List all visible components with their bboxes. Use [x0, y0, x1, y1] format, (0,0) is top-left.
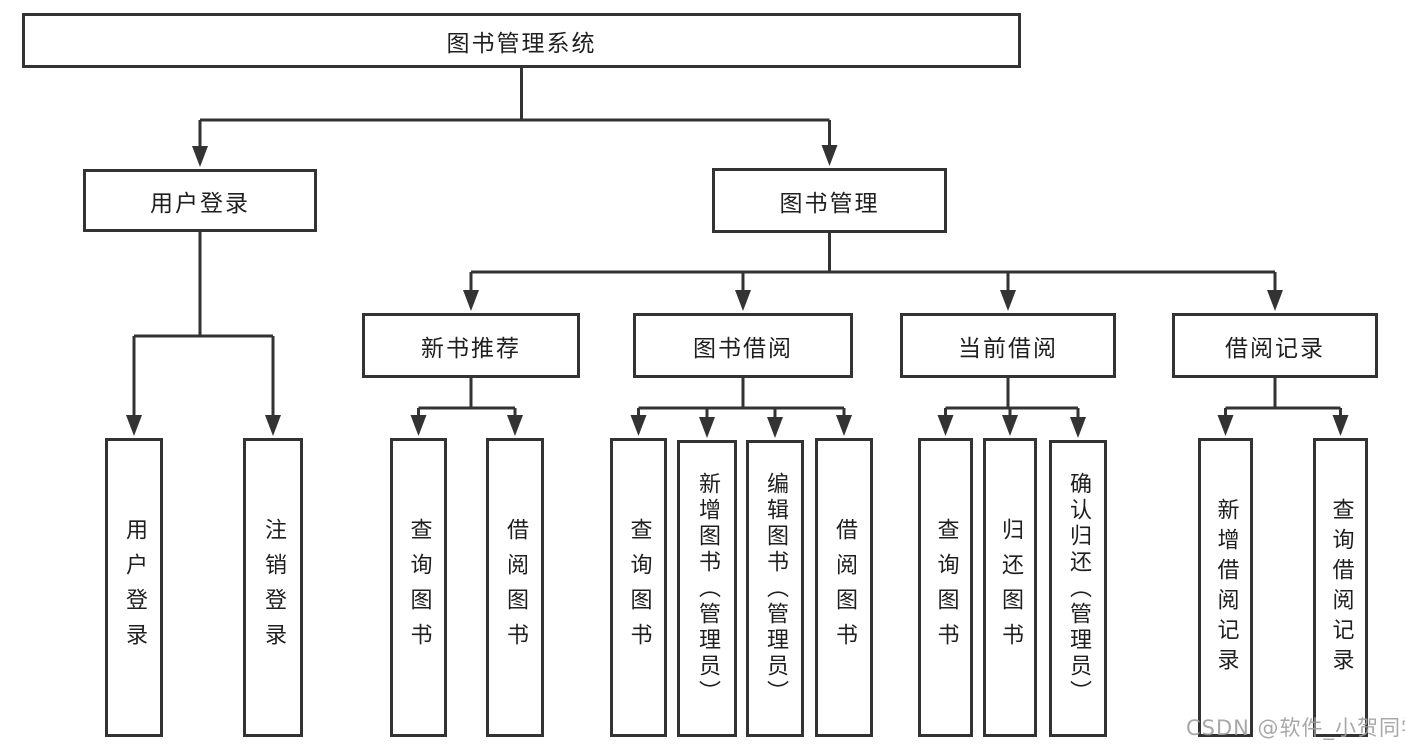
leaf-bb-edit-books-admin: 编辑图书（管理员） — [746, 440, 804, 737]
leaf-br-query-record: 查询借阅记录 — [1313, 438, 1368, 737]
leaf-label: 新增图书（管理员） — [695, 471, 720, 706]
leaf-logout: 注销登录 — [243, 438, 303, 737]
leaf-user-login: 用户登录 — [105, 438, 163, 737]
node-book-management: 图书管理 — [712, 168, 947, 233]
leaf-label: 借阅图书 — [503, 517, 528, 658]
leaf-cb-return-books: 归还图书 — [983, 438, 1037, 737]
leaf-nb-query-books: 查询图书 — [390, 438, 447, 737]
leaf-bb-query-books: 查询图书 — [610, 438, 667, 737]
arrowheads — [126, 145, 1349, 438]
node-borrow-record: 借阅记录 — [1172, 313, 1378, 378]
leaf-bb-add-books-admin: 新增图书（管理员） — [677, 440, 737, 737]
leaf-nb-borrow-books: 借阅图书 — [486, 438, 544, 737]
leaf-label: 编辑图书（管理员） — [763, 471, 788, 706]
leaf-bb-borrow-books: 借阅图书 — [815, 438, 873, 737]
leaf-label: 注销登录 — [261, 517, 286, 658]
leaf-br-add-record: 新增借阅记录 — [1198, 438, 1253, 737]
leaf-cb-confirm-return-admin: 确认归还（管理员） — [1049, 440, 1107, 737]
leaf-label: 确认归还（管理员） — [1066, 471, 1091, 706]
leaf-label: 用户登录 — [122, 517, 147, 658]
node-new-book-recommend: 新书推荐 — [362, 313, 580, 378]
leaf-label: 查询图书 — [626, 517, 652, 658]
node-current-borrow: 当前借阅 — [900, 313, 1116, 378]
node-book-borrow: 图书借阅 — [633, 313, 853, 378]
leaf-label: 借阅图书 — [832, 517, 857, 658]
leaf-label: 查询图书 — [406, 517, 432, 658]
node-library-management-system: 图书管理系统 — [22, 13, 1021, 68]
leaf-label: 查询借阅记录 — [1328, 497, 1354, 678]
leaf-label: 归还图书 — [998, 517, 1023, 658]
leaf-cb-query-books: 查询图书 — [918, 438, 973, 737]
leaf-label: 查询图书 — [933, 517, 959, 658]
leaf-label: 新增借阅记录 — [1213, 497, 1239, 678]
watermark-text: CSDN @软件_小贺同学 — [1186, 716, 1405, 740]
node-user-login: 用户登录 — [83, 169, 317, 232]
